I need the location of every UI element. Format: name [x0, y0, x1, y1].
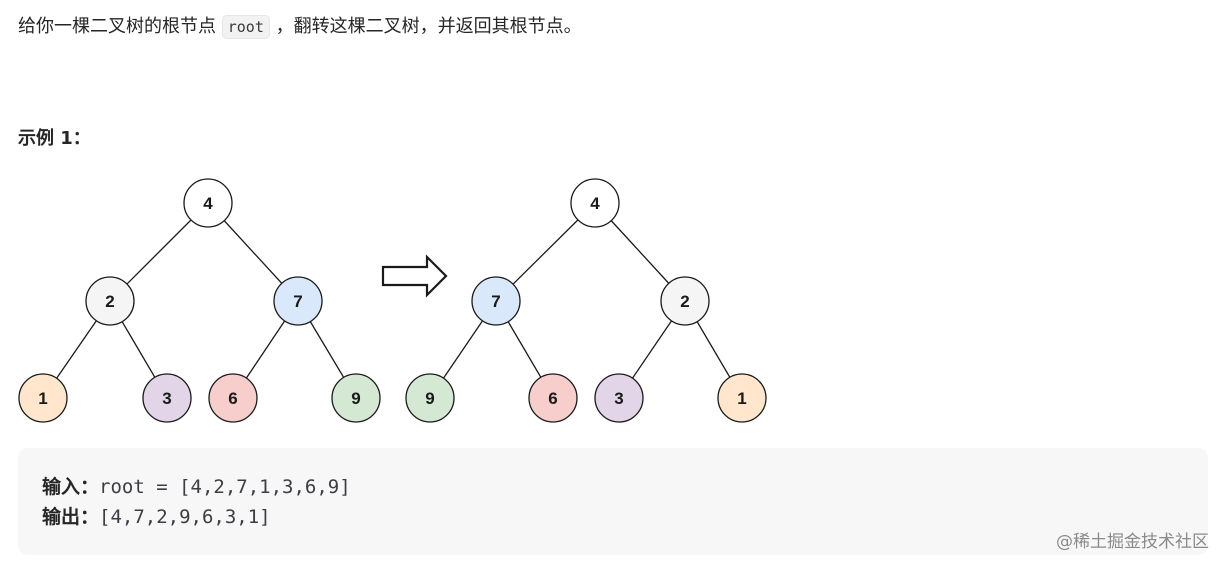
node-9: 9: [405, 373, 455, 423]
right-arrow-icon: [381, 254, 448, 298]
output-value: [4,7,2,9,6,3,1]: [99, 506, 271, 528]
svg-text:2: 2: [105, 292, 114, 311]
svg-text:9: 9: [425, 389, 434, 408]
svg-text:1: 1: [38, 389, 47, 408]
node-7: 7: [471, 276, 521, 326]
svg-text:6: 6: [548, 389, 557, 408]
tree-before: 4 2 7 1 3 6 9: [18, 178, 381, 423]
svg-text:9: 9: [351, 389, 360, 408]
tree-after: 4 7 2 9 6 3 1: [405, 178, 767, 423]
input-value: root = [4,2,7,1,3,6,9]: [99, 476, 351, 498]
node-6: 6: [528, 373, 578, 423]
node-9: 9: [331, 373, 381, 423]
example-io-block: 输入：root = [4,2,7,1,3,6,9] 输出：[4,7,2,9,6,…: [18, 448, 1208, 555]
node-4: 4: [570, 178, 620, 228]
watermark: @稀土掘金技术社区: [1056, 532, 1209, 552]
node-4: 4: [183, 178, 233, 228]
svg-text:3: 3: [614, 389, 623, 408]
svg-text:1: 1: [737, 389, 746, 408]
node-3: 3: [594, 373, 644, 423]
node-1: 1: [717, 373, 767, 423]
node-7: 7: [273, 276, 323, 326]
description-suffix: ，翻转这棵二叉树，并返回其根节点。: [275, 16, 582, 37]
input-label: 输入：: [42, 476, 100, 498]
svg-text:4: 4: [203, 194, 213, 213]
svg-text:7: 7: [491, 292, 500, 311]
svg-text:3: 3: [162, 389, 171, 408]
svg-text:7: 7: [293, 292, 302, 311]
node-2: 2: [85, 276, 135, 326]
svg-text:6: 6: [228, 389, 237, 408]
inline-code-root: root: [221, 15, 270, 39]
example-title: 示例 1：: [18, 128, 91, 149]
node-6: 6: [208, 373, 258, 423]
svg-text:2: 2: [680, 292, 689, 311]
input-line: 输入：root = [4,2,7,1,3,6,9]: [42, 472, 351, 502]
node-3: 3: [142, 373, 192, 423]
output-label: 输出：: [42, 506, 100, 528]
tree-inversion-diagram: 4 2 7 1 3 6 9: [18, 178, 767, 423]
output-line: 输出：[4,7,2,9,6,3,1]: [42, 502, 271, 532]
problem-description: 给你一棵二叉树的根节点 root ，翻转这棵二叉树，并返回其根节点。: [18, 12, 582, 42]
node-1: 1: [18, 373, 68, 423]
node-2: 2: [660, 276, 710, 326]
description-prefix: 给你一棵二叉树的根节点: [18, 16, 216, 37]
svg-text:4: 4: [590, 194, 600, 213]
